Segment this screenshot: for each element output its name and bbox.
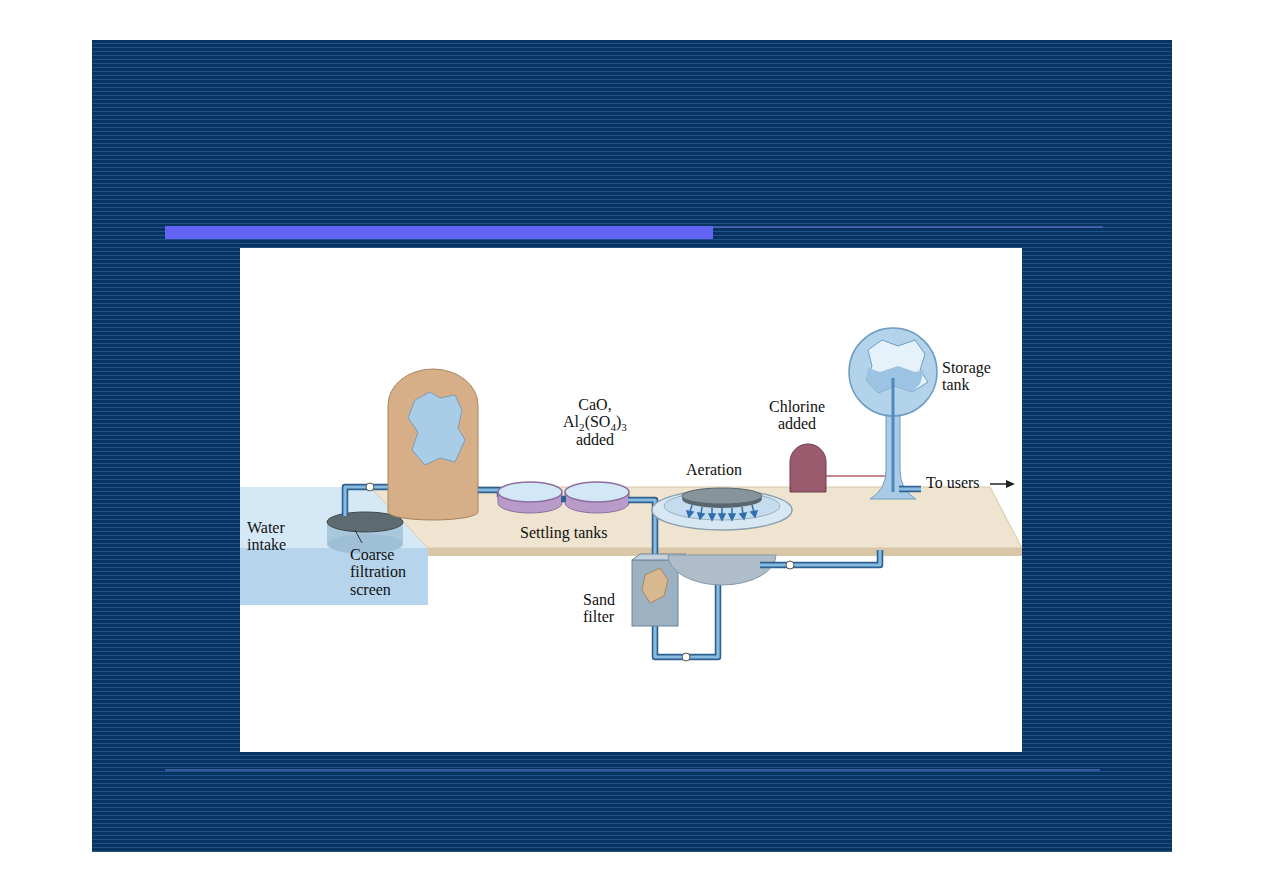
part-label: Aeration [686, 461, 742, 478]
label-anchor: Water intake [247, 519, 305, 554]
subscript: 2 [579, 421, 585, 433]
text-run: Storage tank [942, 359, 991, 393]
label-anchor: Storage tank [942, 359, 1008, 394]
text-run: added [576, 431, 614, 448]
aerator [682, 488, 762, 504]
title-bar [165, 226, 713, 239]
spray-arrow [729, 514, 735, 520]
tank-water [866, 366, 924, 393]
part-label: Chlorine added [759, 398, 835, 433]
label-anchor: CaO, Al2(SO4)3 added [553, 396, 637, 448]
pipe [628, 500, 655, 562]
chlorine-tank [790, 444, 826, 492]
valve [786, 561, 794, 569]
pipe [478, 490, 500, 497]
label-anchor: Aeration [686, 461, 742, 478]
sand-filter [632, 560, 678, 626]
part-label: Settling tanks [520, 524, 608, 541]
text-run: (SO [585, 413, 611, 430]
spray-arrow [687, 511, 693, 517]
spray-arrow [709, 514, 715, 520]
label-anchor: Sand filter [583, 591, 629, 626]
pipe [899, 487, 921, 490]
spray-arrow [698, 513, 704, 519]
rule-line [713, 226, 1103, 227]
part-label: Coarse filtration screen [350, 546, 422, 598]
riser-pipe [892, 378, 895, 492]
spray-arrows [687, 505, 757, 520]
pipe [478, 490, 500, 497]
part-label: Water intake [247, 519, 305, 554]
text-run: Chlorine added [769, 398, 825, 432]
text-run: Coarse filtration screen [350, 546, 406, 598]
label-anchor: Coarse filtration screen [350, 546, 422, 598]
label-anchor: Settling tanks [520, 524, 608, 541]
pipe [561, 496, 566, 503]
text-run: Aeration [686, 461, 742, 478]
text-run: To users [926, 474, 980, 491]
part-label: Sand filter [583, 591, 629, 626]
part-label: To users [926, 474, 980, 491]
pipe [899, 486, 921, 493]
part-label: Storage tank [942, 359, 1008, 394]
part-label: CaO, Al2(SO4)3 added [553, 396, 637, 448]
subscript: 4 [610, 421, 616, 433]
flow-arrow [1006, 480, 1015, 488]
aeration-basin [668, 555, 776, 585]
settling-tank [498, 482, 562, 502]
valve [366, 483, 374, 491]
tank-cutaway [408, 392, 465, 465]
label-anchor: To users [926, 474, 980, 491]
pipe [760, 550, 880, 565]
text-run: Sand filter [583, 591, 615, 625]
spray-arrow [740, 513, 746, 519]
text-run: Settling tanks [520, 524, 608, 541]
flow-arrow [990, 483, 1008, 485]
pipe [345, 487, 390, 516]
dosing-line [826, 475, 888, 477]
label-anchor: Chlorine added [759, 398, 835, 433]
settling-tank [565, 482, 629, 502]
holding-tank [388, 369, 478, 520]
spray-arrow [719, 514, 725, 520]
valve [682, 653, 690, 661]
picture-panel [240, 248, 1022, 752]
pipe [628, 500, 655, 562]
text-run: ) [616, 413, 621, 430]
text-run: Water intake [247, 519, 286, 553]
pipe [760, 550, 880, 565]
spray-arrow [751, 511, 757, 517]
subscript: 3 [621, 421, 627, 433]
pipe [345, 487, 390, 516]
rule-line [165, 769, 1100, 770]
sand-cutaway [642, 568, 668, 603]
tank-cutaway [866, 340, 928, 393]
leader-line [355, 530, 362, 543]
